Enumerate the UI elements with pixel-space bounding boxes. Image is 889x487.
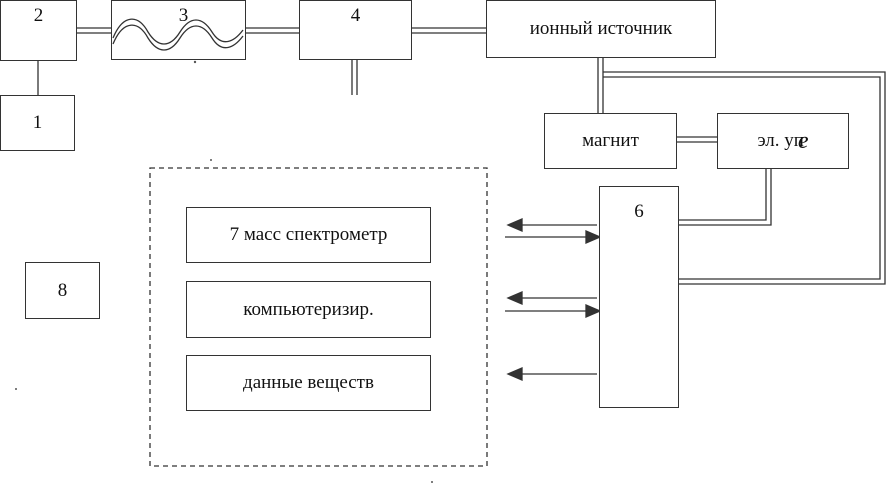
block-6: 6 — [599, 186, 679, 408]
magnet-box: магнит — [544, 113, 677, 169]
speck — [193, 60, 197, 64]
speck — [431, 481, 433, 483]
arrow-ms-to-6 — [505, 230, 602, 244]
substance-data-label: данные веществ — [243, 372, 374, 393]
link-ion-6-loop — [603, 71, 886, 285]
ion-source-label: ионный источник — [529, 18, 673, 39]
block-4: 4 — [299, 0, 412, 60]
block-8-label: 8 — [57, 279, 68, 301]
magnet-label: магнит — [582, 130, 639, 151]
arrow-comp-to-6 — [505, 304, 602, 318]
coil-wave-2 — [112, 24, 244, 51]
el-amp-handwritten-mark: е — [797, 127, 809, 154]
block-6-label: 6 — [634, 201, 644, 222]
mass-spectrometer-box: 7 масс спектрометр — [186, 207, 431, 263]
stub-4 — [351, 60, 358, 95]
speck — [15, 388, 17, 390]
link-ion-magnet — [597, 58, 604, 114]
substance-data-box: данные веществ — [186, 355, 431, 411]
block-8: 8 — [25, 262, 100, 319]
ion-source-box: ионный источник — [486, 0, 716, 58]
link-4-ion — [411, 27, 487, 34]
arrow-6-to-data — [506, 367, 597, 381]
block-2: 2 — [0, 0, 77, 61]
computerized-label: компьютеризир. — [243, 298, 374, 320]
block-2-label: 2 — [33, 5, 44, 26]
el-amp-label: эл. уп — [757, 130, 804, 151]
mass-spectrometer-label: 7 масс спектрометр — [229, 224, 388, 245]
computerized-box: компьютеризир. — [186, 281, 431, 338]
computer-system-frame — [149, 167, 488, 467]
link-2-3 — [76, 27, 112, 34]
link-amp-6 — [678, 169, 772, 226]
arrow-6-to-comp — [506, 291, 597, 305]
arrow-6-to-ms — [506, 218, 597, 232]
block-4-label: 4 — [350, 5, 361, 26]
block-3-label: 3 — [178, 5, 189, 26]
coil-wave-1 — [112, 18, 244, 45]
speck — [210, 159, 212, 161]
link-magnet-amp — [676, 136, 718, 143]
block-1-label: 1 — [32, 112, 43, 133]
block-3: 3 — [111, 0, 246, 60]
block-1: 1 — [0, 95, 75, 151]
link-3-4 — [245, 27, 300, 34]
